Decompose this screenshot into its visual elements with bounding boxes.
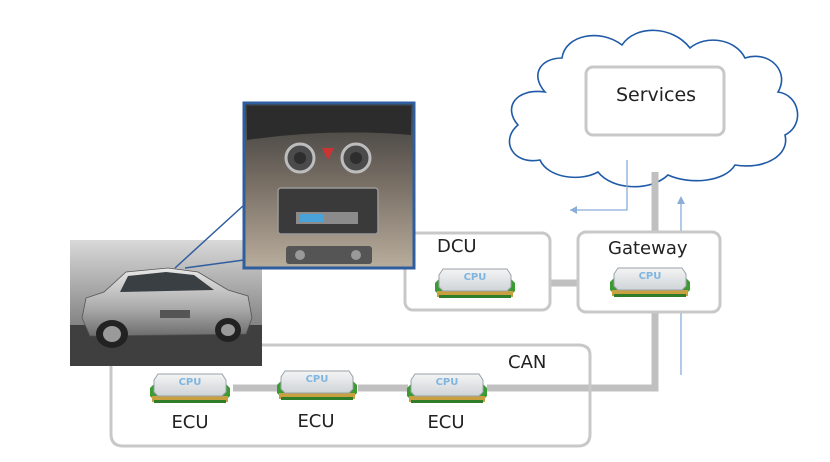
dcu-cpu-chip <box>434 268 516 299</box>
gateway-can-link <box>585 313 659 392</box>
can-bus-box <box>109 343 592 448</box>
services-box <box>584 65 726 137</box>
gateway-cpu-chip <box>609 267 691 298</box>
ecu1-cpu-chip <box>149 373 231 404</box>
dashboard-photo <box>242 101 416 270</box>
car-photo <box>70 240 262 366</box>
ecu-label-2: ECU <box>297 411 335 432</box>
downlink-arrow <box>570 160 628 211</box>
ecu-label-1: ECU <box>171 412 209 433</box>
can-label: CAN <box>508 352 547 373</box>
ecu2-cpu-chip <box>276 370 358 401</box>
dcu-label: DCU <box>437 236 477 257</box>
ecu-label-3: ECU <box>427 412 465 433</box>
ecu3-cpu-chip <box>406 373 488 404</box>
gateway-label: Gateway <box>608 238 688 259</box>
services-label: Services <box>615 84 697 106</box>
